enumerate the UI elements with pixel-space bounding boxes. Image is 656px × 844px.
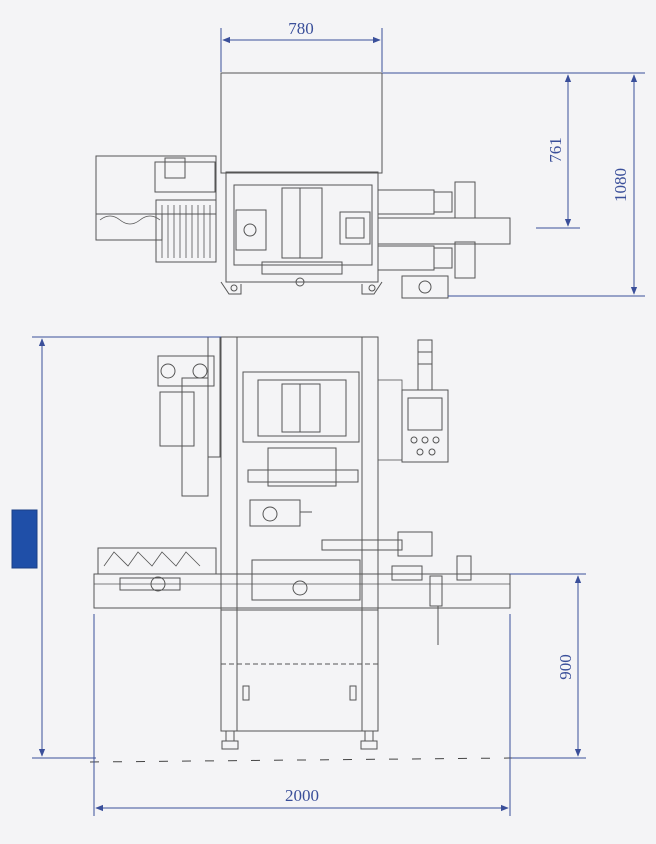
front-control-panel[interactable] <box>401 389 449 463</box>
front-infeed-screw <box>97 547 217 575</box>
front-cabinet <box>220 609 379 732</box>
dim-label-2000: 2000 <box>285 786 319 805</box>
top-right-conveyor-belt <box>377 217 511 245</box>
top-center-mechanism <box>281 187 323 259</box>
front-left-column <box>220 336 238 732</box>
top-hood <box>220 72 383 174</box>
dim-label-1080: 1080 <box>611 168 630 202</box>
dim-label-900: 900 <box>556 654 575 680</box>
dimension-labels: 780 761 1080 900 2000 <box>285 19 630 805</box>
floor-line <box>89 757 513 763</box>
front-conveyor-table <box>93 573 511 609</box>
height-label-badge <box>11 509 38 569</box>
top-right-conveyor-lower <box>377 245 435 271</box>
dim-label-780: 780 <box>288 19 314 38</box>
front-right-column <box>361 336 379 732</box>
front-head-assembly <box>242 371 360 443</box>
front-view <box>93 336 511 750</box>
top-right-conveyor-upper <box>377 189 435 215</box>
dimensions <box>32 28 645 816</box>
front-signal-tower <box>417 339 433 391</box>
dim-label-761: 761 <box>546 137 565 163</box>
front-mid-assembly <box>249 499 301 527</box>
top-view <box>95 72 511 299</box>
front-film-unit <box>157 355 215 387</box>
control-screen <box>407 397 443 431</box>
